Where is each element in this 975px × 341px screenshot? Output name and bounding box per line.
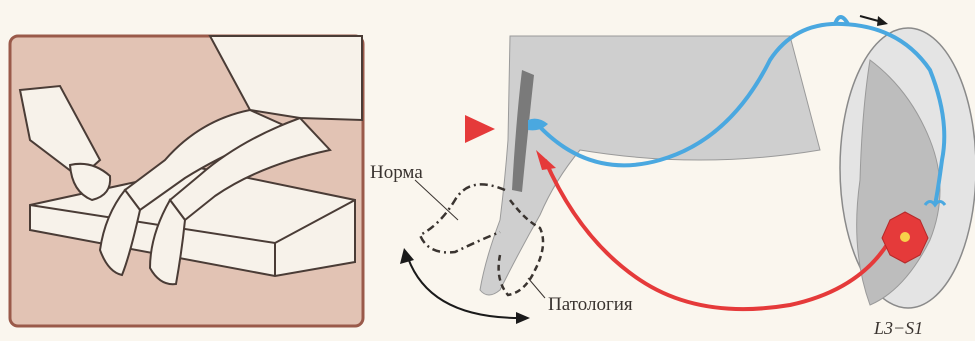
leg-schematic — [480, 36, 820, 295]
examination-illustration — [10, 36, 363, 326]
pathology-leader-line — [528, 278, 545, 298]
norm-leader-line — [415, 180, 458, 220]
pathology-label: Патология — [548, 294, 633, 315]
segment-label: L3−S1 — [873, 318, 923, 338]
red-triangle-icon — [465, 115, 495, 143]
norm-label: Норма — [370, 162, 423, 183]
spinal-cord-section — [840, 28, 975, 308]
efferent-pathway — [536, 150, 890, 309]
